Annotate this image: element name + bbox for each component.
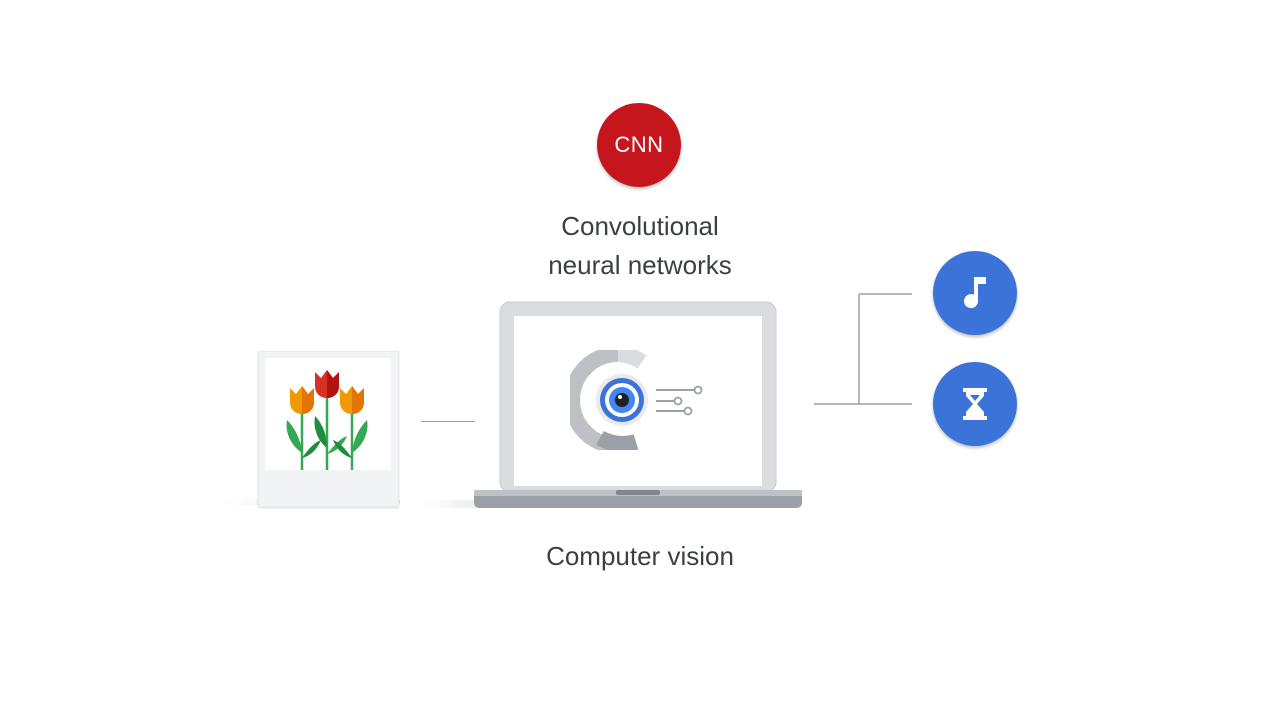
tulips-image-icon [265, 358, 391, 470]
connector-line-left [421, 421, 475, 422]
cnn-title: Convolutional neural networks [490, 207, 790, 285]
eye-camera-icon [564, 346, 710, 454]
cnn-title-line2: neural networks [548, 250, 732, 280]
music-note-icon [933, 251, 1017, 335]
laptop-shadow [420, 500, 510, 508]
hourglass-icon [933, 362, 1017, 446]
cnn-title-line1: Convolutional [561, 211, 719, 241]
cnn-badge: CNN [597, 103, 681, 187]
computer-vision-label: Computer vision [546, 541, 734, 571]
connector-bracket [812, 290, 916, 410]
cnn-badge-label: CNN [614, 132, 664, 157]
